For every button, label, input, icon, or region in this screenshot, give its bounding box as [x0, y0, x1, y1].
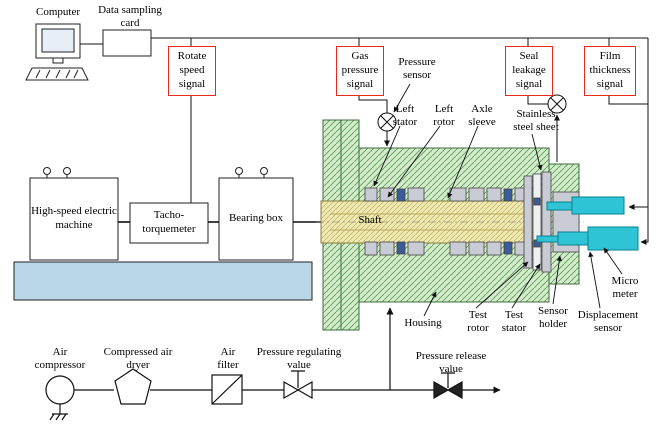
computer-icon [25, 23, 89, 81]
air-supply-line [45, 307, 501, 421]
pressure-regulating-valve-label: Pressure regulating value [256, 346, 342, 372]
bearing-box-label: Bearing box [228, 212, 284, 225]
pressure-release-valve-label: Pressure release value [415, 350, 487, 376]
computer-label: Computer [36, 6, 80, 18]
tacho-torquemeter-label: Tacho-torquemeter [142, 209, 196, 235]
displacement-sensor-label: Displacement sensor [577, 309, 639, 335]
stainless-steel-sheet-label: Stainless steel sheet [513, 108, 559, 134]
gas-pressure-signal-box: Gas pressure signal [336, 46, 384, 96]
left-stator-label: Left stator [392, 103, 418, 129]
rotate-speed-signal-box: Rotate speed signal [168, 46, 216, 96]
seal-leakage-signal-box: Seal leakage signal [505, 46, 553, 96]
gas-pressure-signal-label: Gas pressure signal [341, 50, 379, 90]
pressure-sensor-label: Pressure sensor [398, 56, 436, 82]
air-filter-label: Air filter [217, 346, 239, 372]
flowmeter-symbol-icon [547, 94, 567, 114]
signal-wires [80, 37, 649, 245]
seal-leakage-signal-label: Seal leakage signal [512, 50, 546, 90]
micrometer-label: Micro meter [611, 275, 639, 301]
sensor-holder-label: Sensor holder [538, 305, 568, 331]
film-thickness-signal-box: Film thickness signal [584, 46, 636, 96]
leader-arrows [373, 83, 623, 317]
lifting-lug-icons [43, 167, 268, 178]
shaft-label: Shaft [358, 214, 382, 226]
base-plate [13, 261, 313, 301]
machine-boxes [29, 177, 294, 261]
data-sampling-card-label: Data sampling card [98, 4, 162, 30]
air-compressor-label: Air compressor [34, 346, 86, 372]
probe-sensors [536, 196, 639, 251]
test-stator-label: Test stator [501, 309, 527, 335]
film-thickness-signal-label: Film thickness signal [589, 50, 631, 90]
compressed-air-dryer-label: Compressed air dryer [103, 346, 173, 372]
high-speed-electric-machine-label: High-speed electric machine [31, 205, 117, 231]
housing-label: Housing [404, 317, 442, 329]
rotate-speed-signal-label: Rotate speed signal [177, 50, 207, 90]
test-rotor-label: Test rotor [467, 309, 489, 335]
shaft-section [316, 200, 584, 244]
axle-sleeve-label: Axle sleeve [468, 103, 496, 129]
left-rotor-label: Left rotor [433, 103, 455, 129]
pressure-sensor-symbol-icon [377, 112, 397, 132]
data-sampling-card-box [102, 29, 152, 57]
